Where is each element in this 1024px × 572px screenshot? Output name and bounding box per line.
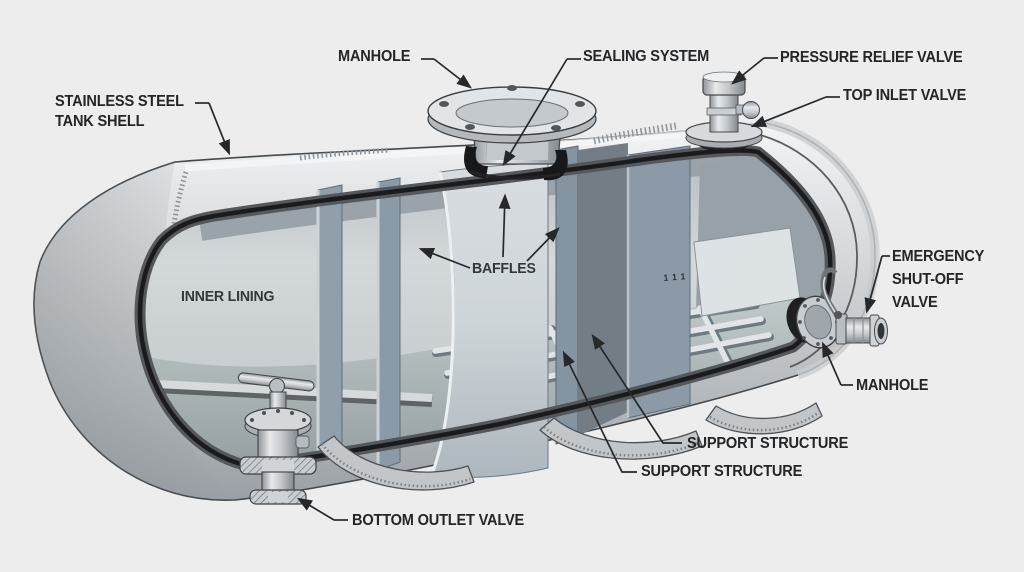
leader-lines xyxy=(195,57,890,521)
label-line: EMERGENCY xyxy=(892,248,985,265)
label-support-structure-2: SUPPORT STRUCTURE xyxy=(641,463,803,480)
bottom-outlet-valve xyxy=(237,372,317,505)
label-baffles: BAFFLES xyxy=(472,260,536,277)
baffle-marking: 1 1 1 xyxy=(663,271,687,283)
label-manhole-side: MANHOLE xyxy=(856,377,929,394)
baffles xyxy=(316,143,801,478)
label-line: VALVE xyxy=(892,294,938,311)
label-top-inlet-valve: TOP INLET VALVE xyxy=(843,87,967,104)
saddle-supports xyxy=(317,402,823,491)
label-bottom-outlet-valve: BOTTOM OUTLET VALVE xyxy=(352,512,525,529)
label-inner-lining: INNER LINING xyxy=(181,288,275,305)
label-support-structure-1: SUPPORT STRUCTURE xyxy=(687,435,849,452)
manhole-top xyxy=(427,85,597,181)
weld-seam xyxy=(167,122,677,301)
gasket-ring xyxy=(137,148,833,469)
label-line: SHUT-OFF xyxy=(892,271,964,288)
label-manhole-top: MANHOLE xyxy=(338,48,411,65)
label-pressure-relief-valve: PRESSURE RELIEF VALVE xyxy=(780,49,963,66)
label-line: TANK SHELL xyxy=(55,113,145,130)
label-line: STAINLESS STEEL xyxy=(55,93,184,110)
label-emergency-shutoff-valve: EMERGENCY SHUT-OFF VALVE xyxy=(892,245,984,314)
label-stainless-steel-tank-shell: STAINLESS STEEL TANK SHELL xyxy=(55,92,184,132)
pressure-relief-valve xyxy=(685,71,763,151)
label-sealing-system: SEALING SYSTEM xyxy=(583,48,710,65)
emergency-shutoff-valve xyxy=(820,267,888,347)
